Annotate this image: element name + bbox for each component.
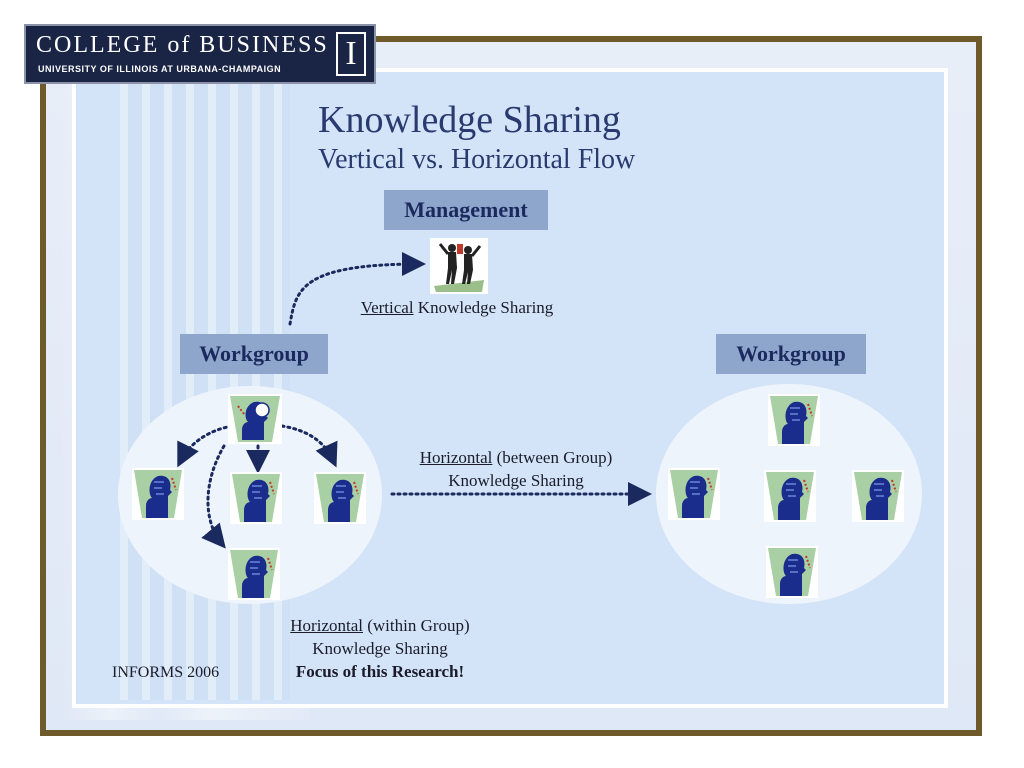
person-head-icon	[668, 468, 720, 520]
business-people-icon	[430, 238, 488, 294]
slide-title: Knowledge Sharing	[318, 99, 621, 141]
person-head-icon	[764, 470, 816, 522]
between-caption-rest: (between Group)	[492, 448, 613, 467]
person-head-icon	[766, 546, 818, 598]
vertical-caption-rest: Knowledge Sharing	[413, 298, 554, 317]
person-head-icon	[228, 548, 280, 600]
person-head-icon	[314, 472, 366, 524]
vertical-caption: Vertical Knowledge Sharing	[342, 298, 572, 318]
within-arrow-bottom	[201, 444, 226, 549]
person-head-icon	[230, 472, 282, 524]
within-caption-line2: Knowledge Sharing	[312, 639, 448, 658]
person-head-icon	[768, 394, 820, 446]
within-arrow-left	[177, 424, 234, 468]
workgroup-left-label: Workgroup	[180, 334, 328, 374]
within-caption-line3: Focus of this Research!	[295, 662, 465, 681]
footer-text: INFORMS 2006	[112, 664, 220, 681]
within-caption: Horizontal (within Group) Knowledge Shar…	[260, 614, 500, 683]
logo-sub-text: UNIVERSITY OF ILLINOIS AT URBANA-CHAMPAI…	[38, 64, 282, 74]
person-head-idea-icon	[228, 394, 282, 444]
person-head-icon	[132, 468, 184, 520]
college-logo: COLLEGE of BUSINESS UNIVERSITY OF ILLINO…	[24, 24, 376, 84]
within-caption-rest: (within Group)	[362, 616, 470, 635]
workgroup-right-label: Workgroup	[716, 334, 866, 374]
management-label: Management	[384, 190, 548, 230]
within-arrow-right	[280, 424, 338, 468]
within-caption-underlined: Horizontal	[290, 616, 363, 635]
vertical-caption-underlined: Vertical	[360, 298, 414, 317]
slide-subtitle: Vertical vs. Horizontal Flow	[318, 144, 636, 175]
logo-main-text: COLLEGE of BUSINESS	[36, 32, 329, 58]
between-caption-underlined: Horizontal	[419, 448, 493, 467]
person-head-icon	[852, 470, 904, 522]
between-caption: Horizontal (between Group) Knowledge Sha…	[396, 446, 636, 492]
university-mark-icon: I	[336, 32, 366, 76]
vertical-arrow	[288, 252, 426, 326]
between-caption-line2: Knowledge Sharing	[448, 471, 584, 490]
